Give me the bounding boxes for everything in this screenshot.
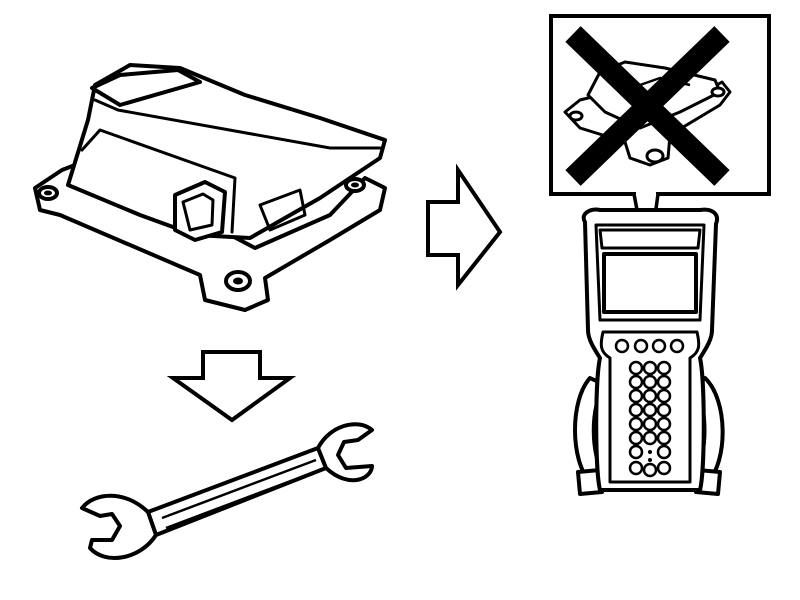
hollow-arrow-right-icon	[426, 163, 503, 291]
ecu-module-icon	[33, 63, 387, 312]
hollow-arrow-down-icon	[166, 350, 297, 423]
handheld-scan-tool-icon	[573, 207, 725, 496]
open-end-wrench-icon	[80, 422, 374, 560]
